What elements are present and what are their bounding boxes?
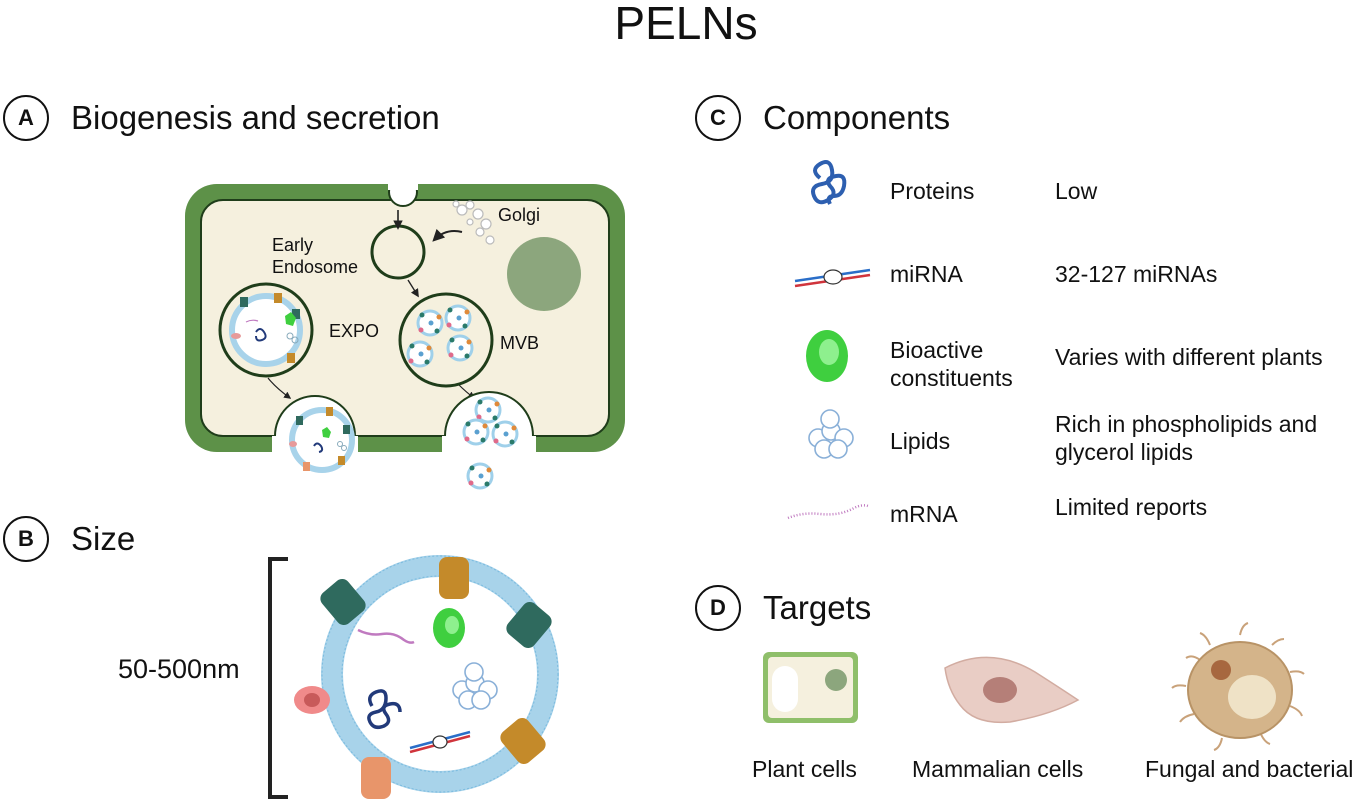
component-desc: Rich in phospholipids and glycerol lipid… — [1055, 411, 1318, 465]
early-endosome-label-2: Endosome — [272, 257, 359, 277]
size-bracket — [268, 557, 288, 799]
target-label: Fungal and bacterial — [1145, 756, 1354, 782]
panel-d-title: Targets — [763, 589, 872, 626]
panel-d-header: D Targets — [695, 585, 871, 631]
component-name: Proteins — [890, 178, 975, 204]
mrna-icon — [787, 504, 869, 520]
panel-c-header: C Components — [695, 95, 950, 141]
golgi-icon — [452, 200, 495, 245]
mrna-icon-large — [357, 628, 415, 644]
lipids-icon — [808, 409, 854, 459]
component-name: Bioactive constituents — [890, 337, 1013, 391]
lipids-icon-large — [452, 662, 498, 710]
component-desc: Low — [1055, 178, 1098, 204]
panel-c-title: Components — [763, 99, 951, 136]
mirna-icon — [794, 268, 871, 288]
bioactive-icon — [806, 330, 848, 382]
protein-icon — [811, 160, 847, 205]
panel-d-badge: D — [695, 585, 741, 631]
target-label: Plant cells — [752, 756, 857, 782]
panel-b-badge: B — [3, 516, 49, 562]
nucleus — [507, 237, 581, 311]
panel-b-header: B Size — [3, 516, 135, 562]
mvb-label: MVB — [500, 333, 540, 353]
pelns-vesicle-large — [294, 555, 559, 799]
early-endosome — [370, 224, 426, 280]
component-desc: Limited reports — [1055, 494, 1208, 520]
component-desc: Varies with different plants — [1055, 344, 1323, 370]
golgi-label: Golgi — [498, 205, 541, 225]
panel-b-title: Size — [71, 520, 136, 557]
size-label: 50-500nm — [118, 654, 240, 684]
panel-a-badge: A — [3, 95, 49, 141]
panel-c-badge: C — [695, 95, 741, 141]
plant-cell-icon — [763, 652, 858, 723]
mirna-icon-large — [409, 730, 471, 754]
figure-title: PELNs — [614, 0, 758, 49]
mvb-compartment — [398, 292, 494, 388]
plant-cell-diagram — [185, 176, 625, 490]
target-label: Mammalian cells — [912, 756, 1084, 782]
component-name: mRNA — [890, 501, 958, 527]
component-name: Lipids — [890, 428, 951, 454]
component-name: miRNA — [890, 261, 963, 287]
mammalian-cell-icon — [944, 656, 1080, 724]
bioactive-icon-large — [433, 608, 465, 648]
expo-label: EXPO — [329, 321, 380, 341]
panel-a-title: Biogenesis and secretion — [71, 99, 440, 136]
membrane-protein-icon — [294, 557, 552, 799]
early-endosome-label-1: Early — [272, 235, 314, 255]
panel-a-header: A Biogenesis and secretion — [3, 95, 440, 141]
fungal-bacterial-icon — [1171, 622, 1305, 751]
protein-icon-large — [367, 689, 402, 730]
released-expo-vesicle — [289, 407, 355, 473]
component-desc: 32-127 miRNAs — [1055, 261, 1218, 287]
